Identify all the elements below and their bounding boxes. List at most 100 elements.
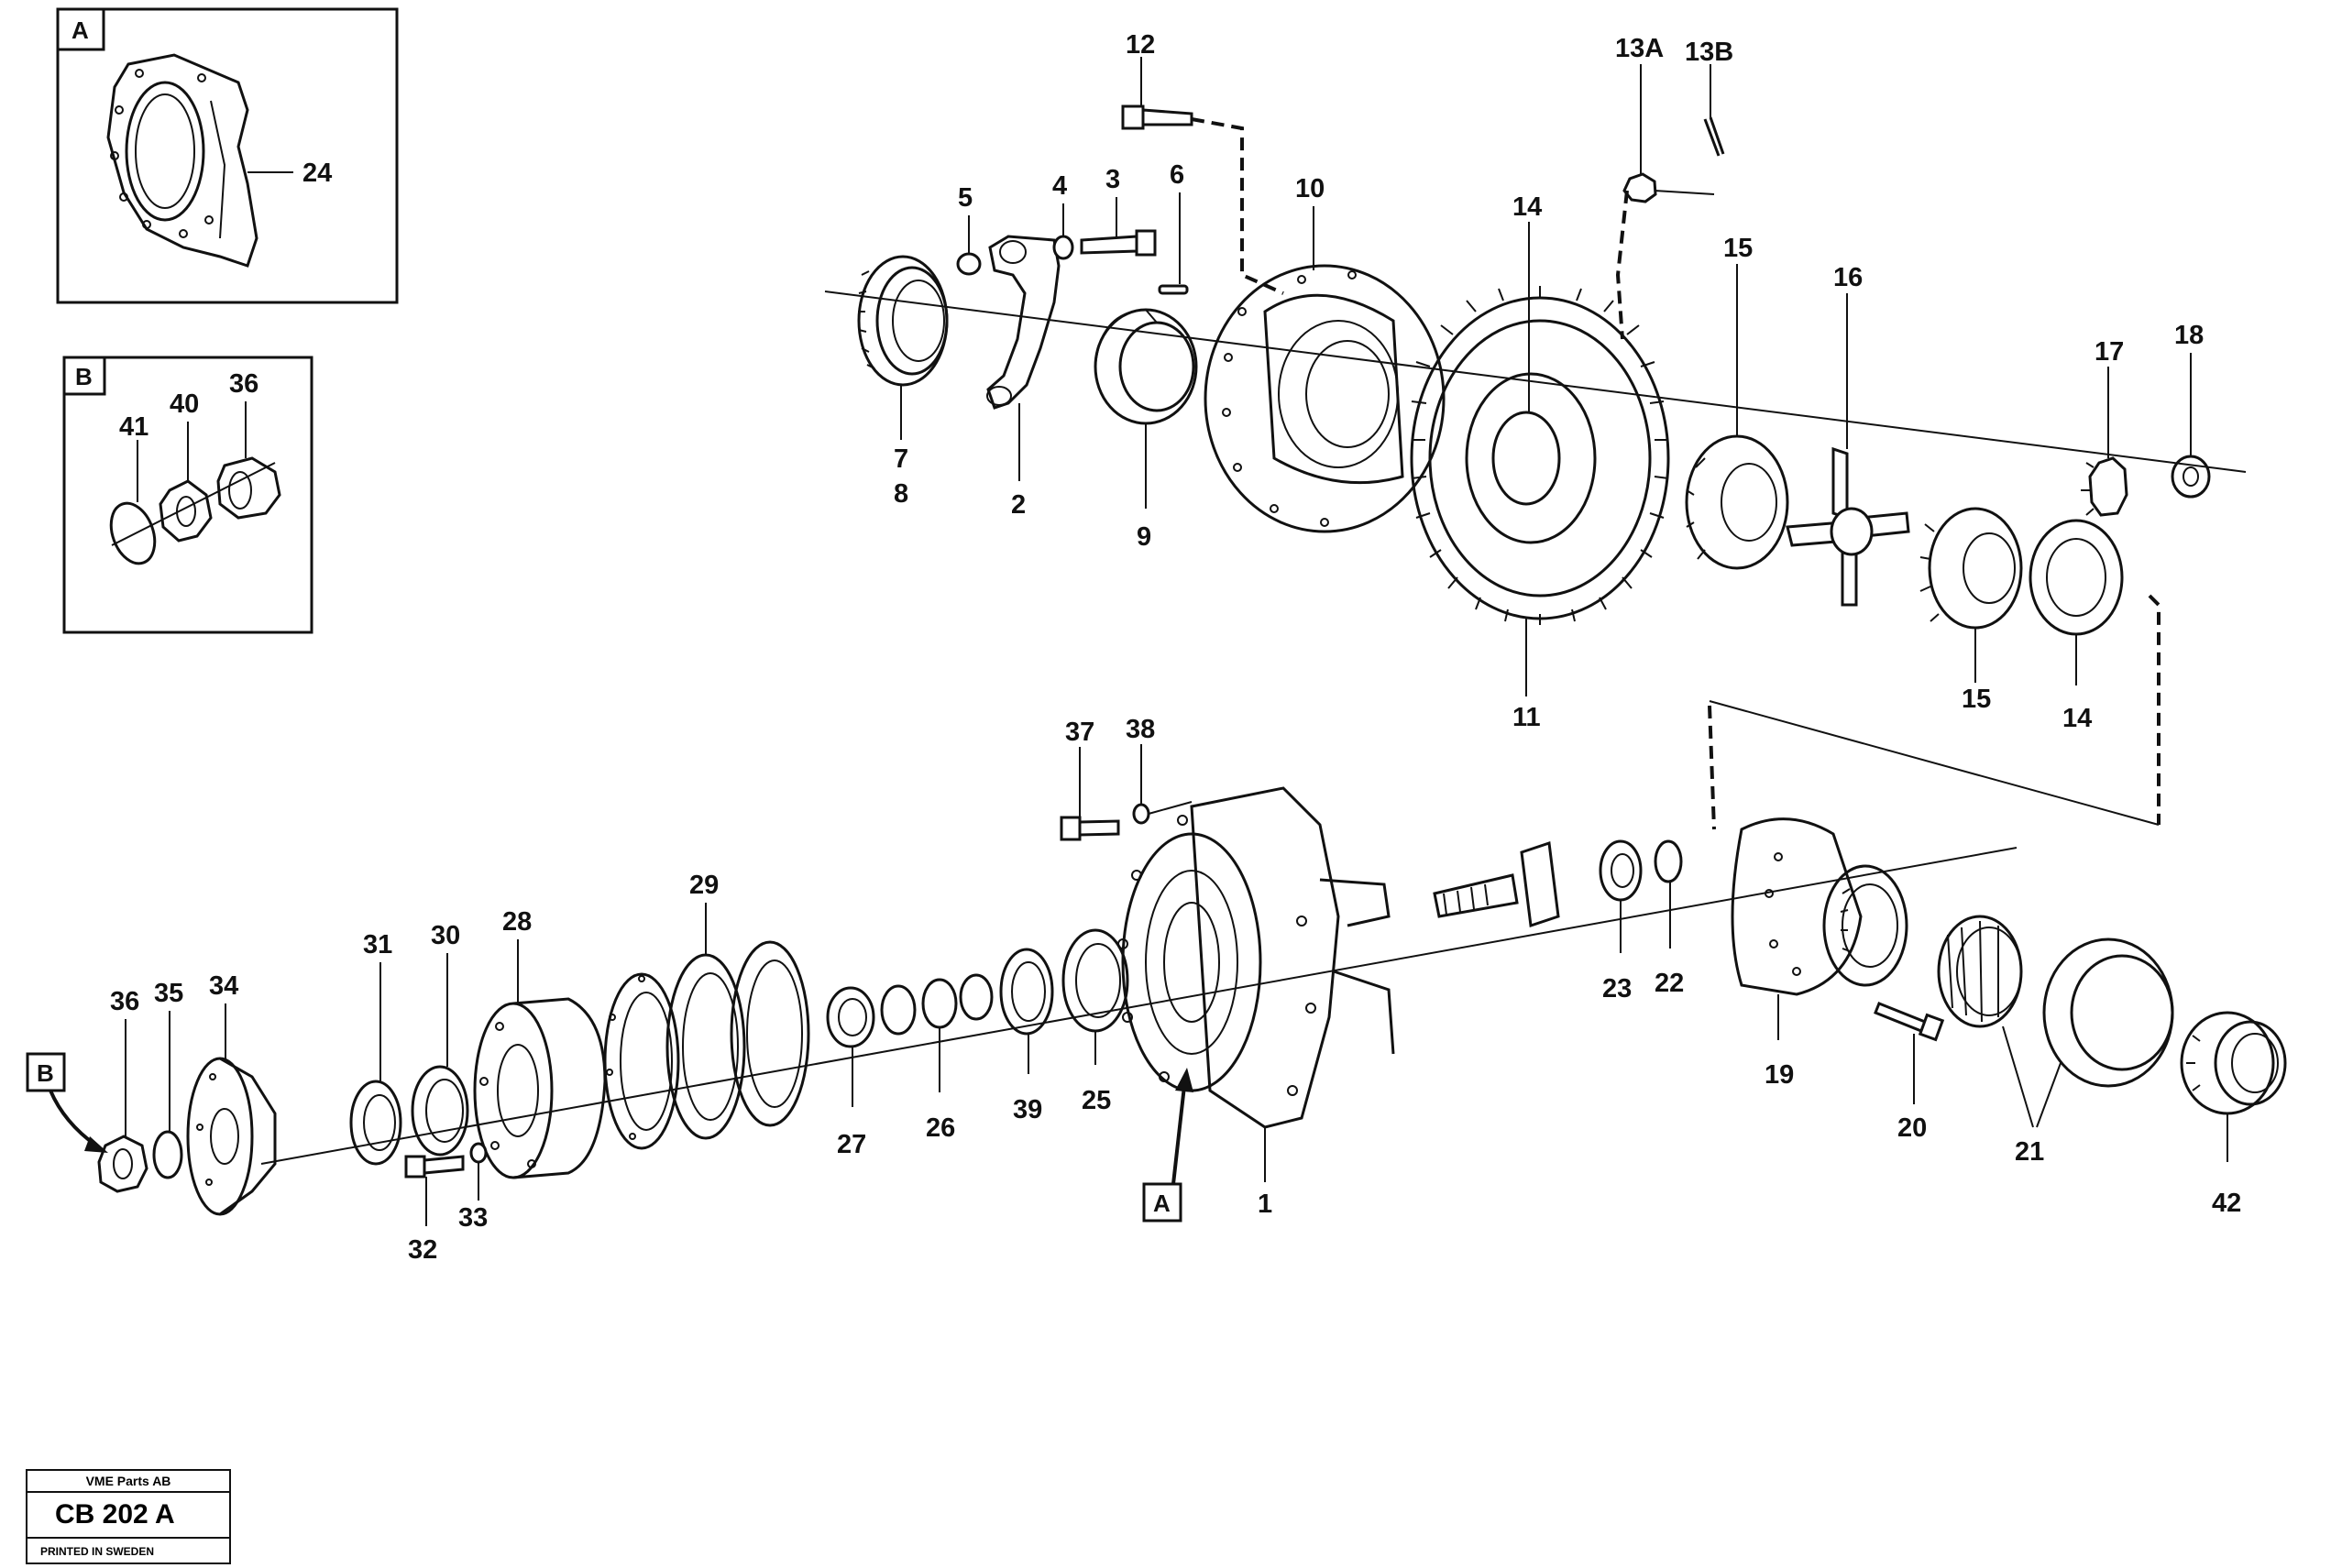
label-27: 27 <box>837 1130 866 1159</box>
bracket-plate-24 <box>106 53 258 268</box>
ring-39 <box>999 948 1054 1036</box>
label-1: 1 <box>1258 1190 1272 1219</box>
bolt-32 <box>404 1155 465 1179</box>
label-15-top: 15 <box>1723 234 1753 263</box>
label-28: 28 <box>502 907 532 937</box>
shims-26 <box>880 973 994 1036</box>
castle-nut-13a <box>1622 172 1657 203</box>
bearing-25 <box>1061 928 1129 1033</box>
label-40: 40 <box>170 389 199 419</box>
spider-16 <box>1786 446 1910 607</box>
label-19: 19 <box>1765 1060 1794 1090</box>
inset-b: B 41 40 36 <box>62 356 313 634</box>
inset-a: A 24 <box>56 7 399 304</box>
seal-27 <box>826 986 875 1048</box>
side-gear-15-right <box>1919 507 2023 630</box>
bolt-20 <box>1874 1002 1945 1042</box>
label-41: 41 <box>119 412 148 442</box>
label-35: 35 <box>154 979 183 1008</box>
bearing-9 <box>1094 308 1198 425</box>
label-30: 30 <box>431 921 460 950</box>
label-33: 33 <box>458 1203 488 1233</box>
nut-5 <box>956 252 982 276</box>
cotter-pin-13b <box>1703 116 1725 157</box>
label-32: 32 <box>408 1235 437 1265</box>
bearing-21-roller <box>1937 915 2023 1028</box>
inset-b-letter: B <box>75 363 93 390</box>
label-21: 21 <box>2015 1137 2044 1167</box>
label-14-top: 14 <box>1512 192 1542 222</box>
label-4: 4 <box>1052 171 1067 201</box>
lock-washer-40 <box>159 479 213 543</box>
bearing-adjuster-7-8 <box>857 255 949 387</box>
company-name: VME Parts AB <box>27 1471 229 1493</box>
label-13a: 13A <box>1615 34 1664 63</box>
flange-34 <box>186 1057 277 1216</box>
washer-38 <box>1132 803 1150 825</box>
label-16: 16 <box>1833 263 1863 292</box>
label-7: 7 <box>894 444 908 474</box>
bolt-12 <box>1121 104 1193 130</box>
label-36: 36 <box>110 987 139 1016</box>
planet-carrier-19 <box>1731 817 1908 996</box>
bolt-37 <box>1060 816 1120 841</box>
label-15-bottom: 15 <box>1962 685 1991 714</box>
thrust-washer-14 <box>2029 519 2124 636</box>
bolt-3 <box>1080 229 1157 257</box>
label-6: 6 <box>1170 160 1184 190</box>
label-34: 34 <box>209 971 238 1001</box>
label-18: 18 <box>2174 321 2204 350</box>
label-9: 9 <box>1137 522 1151 552</box>
drawing-number: CB 202 A <box>27 1493 229 1539</box>
bearing-30 <box>411 1065 469 1157</box>
snap-ring-22 <box>1654 839 1683 883</box>
ring-gear-11 <box>1410 286 1670 625</box>
label-36-inset: 36 <box>229 369 258 399</box>
bearing-21-cup <box>2042 938 2174 1088</box>
printed-note: PRINTED IN SWEDEN <box>40 1545 155 1558</box>
pin-6 <box>1158 284 1189 295</box>
label-22: 22 <box>1655 969 1684 998</box>
label-29: 29 <box>689 871 719 900</box>
callout-b: B <box>26 1052 108 1153</box>
callout-b-letter: B <box>37 1059 54 1087</box>
splined-sleeve-42 <box>2180 1011 2287 1115</box>
washer-4 <box>1052 235 1074 260</box>
thrust-washer-18 <box>2171 455 2211 499</box>
differential-case-10 <box>1204 264 1446 533</box>
seal-31 <box>349 1080 402 1166</box>
bearing-23 <box>1599 839 1643 902</box>
brake-discs-29 <box>603 940 810 1150</box>
title-block: VME Parts AB CB 202 A PRINTED IN SWEDEN <box>26 1469 231 1564</box>
label-23: 23 <box>1602 974 1632 1003</box>
brake-housing-28 <box>473 997 607 1179</box>
label-14-bottom: 14 <box>2062 704 2092 733</box>
washer-35 <box>152 1130 183 1179</box>
label-13b: 13B <box>1685 38 1733 67</box>
lock-ring-41 <box>109 501 157 565</box>
label-8: 8 <box>894 479 908 509</box>
label-37: 37 <box>1065 718 1094 747</box>
callout-a-letter: A <box>1153 1190 1171 1217</box>
bearing-cap-2 <box>986 235 1061 410</box>
label-12: 12 <box>1126 30 1155 60</box>
label-25: 25 <box>1082 1086 1111 1115</box>
nut-36 <box>97 1135 148 1193</box>
label-11: 11 <box>1512 703 1541 732</box>
washer-33 <box>469 1142 488 1164</box>
label-26: 26 <box>926 1113 955 1143</box>
label-20: 20 <box>1897 1113 1927 1143</box>
label-42: 42 <box>2212 1189 2241 1218</box>
pinion-shaft <box>1433 840 1560 928</box>
hub-housing-1 <box>1117 786 1395 1129</box>
label-5: 5 <box>958 183 973 213</box>
label-3: 3 <box>1105 165 1120 194</box>
inset-a-letter: A <box>71 16 89 44</box>
label-17: 17 <box>2095 337 2124 367</box>
nut-36-inset <box>216 456 281 520</box>
callout-a: A <box>1142 1068 1193 1223</box>
label-24: 24 <box>302 159 332 188</box>
label-38: 38 <box>1126 715 1155 744</box>
label-10: 10 <box>1295 174 1325 203</box>
